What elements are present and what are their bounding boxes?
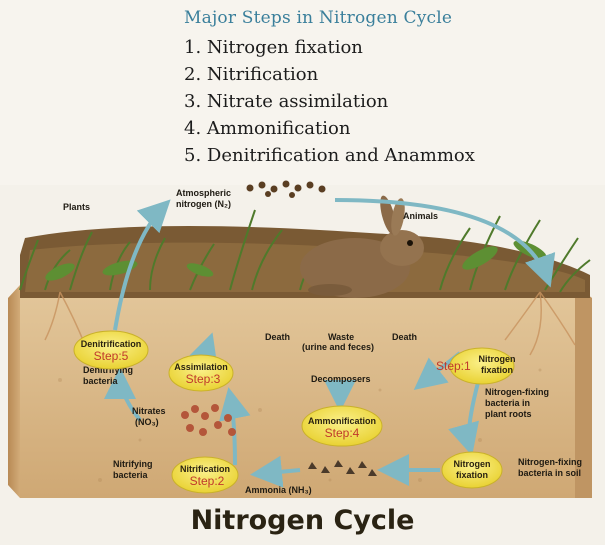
label-denitrifying-bacteria: bacteria (83, 376, 119, 386)
node-label: Nitrogen (479, 354, 516, 364)
node-label: Assimilation (174, 362, 228, 372)
label-denitrifying: Denitrifying (83, 365, 133, 375)
label-waste: Waste (328, 332, 354, 342)
rabbit-illustration (300, 195, 424, 298)
node-nitrogen-fixation-root: Nitrogen fixation Step:1 (436, 347, 516, 385)
ammonia-molecules (308, 460, 377, 476)
node-step: Step:2 (190, 474, 225, 488)
steps-list: 1. Nitrogen fixation 2. Nitrification 3.… (184, 34, 475, 169)
arrow-denitrification-to-atmosphere (113, 199, 171, 331)
label-plants: Plants (63, 202, 90, 212)
label-fixing-roots-2: bacteria in (485, 398, 530, 408)
label-nitrifying-bacteria: bacteria (113, 470, 149, 480)
label-fixing-roots: Nitrogen-fixing (485, 387, 549, 397)
node-label: Nitrification (180, 464, 230, 474)
droppings (246, 180, 326, 198)
soil-left-edge (8, 285, 20, 498)
node-step: Step:1 (436, 359, 471, 373)
label-atmospheric-n2: nitrogen (N₂) (176, 199, 231, 209)
step-item: 1. Nitrogen fixation (184, 37, 363, 58)
node-label: fixation (481, 365, 513, 375)
label-waste-detail: (urine and feces) (302, 342, 374, 352)
node-label: Denitrification (81, 339, 142, 349)
step-item: 2. Nitrification (184, 64, 319, 85)
diagram-title: Nitrogen Cycle (190, 505, 415, 536)
arrow-nitrification-to-nitrates (219, 387, 251, 466)
label-nitrates: Nitrates (132, 406, 166, 416)
step-item: 3. Nitrate assimilation (184, 91, 389, 112)
arrow-assimilation-up (187, 332, 218, 368)
node-nitrification: Nitrification Step:2 (171, 456, 239, 494)
node-label: Ammonification (308, 416, 376, 426)
node-nitrogen-fixation-soil: Nitrogen fixation (441, 451, 503, 489)
step-item: 4. Ammonification (184, 118, 351, 139)
label-fixing-roots-3: plant roots (485, 409, 532, 419)
label-atmospheric: Atmospheric (176, 188, 231, 198)
label-death-left: Death (265, 332, 290, 342)
label-nitrifying: Nitrifying (113, 459, 153, 469)
label-fixing-soil: Nitrogen-fixing (518, 457, 582, 467)
node-step: Step:3 (186, 372, 221, 386)
node-step: Step:5 (94, 349, 129, 363)
node-label: fixation (456, 470, 488, 480)
label-animals: Animals (403, 211, 438, 221)
step-item: 5. Denitrification and Anammox (184, 145, 475, 166)
node-ammonification: Ammonification Step:4 (301, 405, 383, 447)
soil-edge (575, 285, 592, 498)
arrow-atmosphere-to-fixation (334, 198, 556, 288)
label-ammonia: Ammonia (NH₃) (245, 485, 312, 495)
arrow-ammonia-to-nitrification (250, 455, 301, 488)
node-label: Nitrogen (454, 459, 491, 469)
steps-title: Major Steps in Nitrogen Cycle (184, 8, 453, 28)
nitrate-molecules (181, 404, 236, 436)
node-denitrification: Denitrification Step:5 (73, 330, 149, 370)
arrow-root-fixation (448, 374, 482, 456)
nitrogen-cycle-diagram: Plants Atmospheric nitrogen (N₂) Animals… (8, 180, 592, 498)
arrow-nitrates-to-denitrification (104, 367, 142, 422)
node-step: Step:4 (325, 426, 360, 440)
label-death-right: Death (392, 332, 417, 342)
header-panel: Major Steps in Nitrogen Cycle 1. Nitroge… (0, 0, 605, 185)
label-decomposers: Decomposers (311, 374, 371, 384)
label-nitrates-formula: (NO₃) (135, 417, 159, 427)
label-fixing-soil-2: bacteria in soil (518, 468, 581, 478)
node-assimilation: Assimilation Step:3 (168, 354, 234, 392)
